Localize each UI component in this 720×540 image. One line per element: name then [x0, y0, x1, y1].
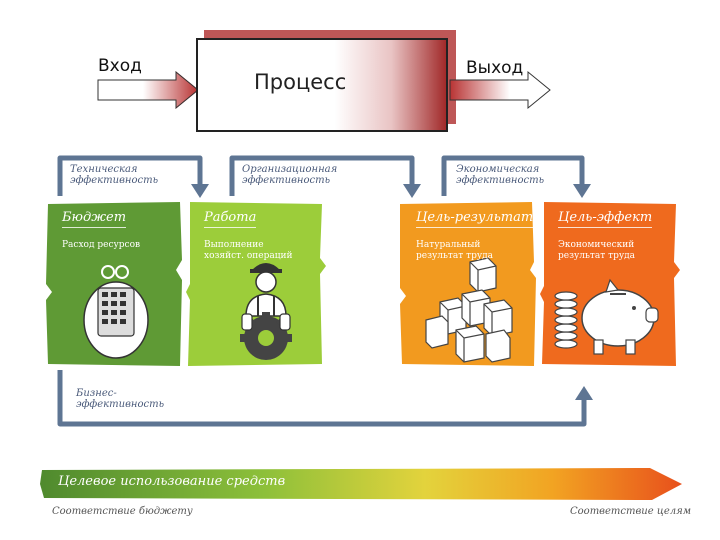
card-goal-result-bg	[400, 202, 536, 366]
process-box: Процесс	[196, 38, 448, 132]
card-budget-subtitle: Расход ресурсов	[62, 240, 141, 250]
card-goal-result: Цель-результат Натуральный результат тру…	[398, 200, 538, 368]
card-budget-title: Бюджет	[62, 210, 127, 228]
input-arrow	[97, 70, 199, 110]
target-use-bar	[40, 468, 682, 500]
budget-compliance-label: Соответствие бюджету	[52, 506, 193, 517]
process-label: Процесс	[254, 70, 347, 94]
output-label: Выход	[466, 58, 524, 78]
target-use-label: Целевое использование средств	[58, 474, 286, 489]
card-work-title: Работа	[204, 210, 257, 228]
card-goal-effect-subtitle: Экономический результат труда	[558, 240, 636, 261]
organizational-efficiency-label: Организационная эффективность	[242, 164, 338, 186]
card-goal-result-title: Цель-результат	[416, 210, 534, 228]
technical-efficiency-label: Техническая эффективность	[70, 164, 159, 186]
economic-efficiency-label: Экономическая эффективность	[456, 164, 545, 186]
card-goal-effect-bg	[540, 202, 680, 366]
card-budget: Бюджет Расход ресурсов	[44, 200, 184, 368]
card-goal-result-subtitle: Натуральный результат труда	[416, 240, 494, 261]
card-work-bg	[186, 202, 326, 366]
piggy-bank-icon	[554, 278, 659, 355]
card-work-subtitle: Выполнение хозяйст. операций	[204, 240, 293, 261]
worker-gear-icon	[240, 263, 292, 360]
card-work: Работа Выполнение хозяйст. операций	[186, 200, 326, 368]
business-efficiency-label: Бизнес-эффективность	[76, 388, 165, 410]
boxes-icon	[425, 257, 513, 363]
card-goal-effect: Цель-эффект Экономический результат труд…	[540, 200, 680, 368]
output-arrow	[449, 70, 551, 110]
input-label: Вход	[98, 56, 142, 76]
card-budget-bg	[46, 202, 182, 366]
purse-calculator-icon	[83, 265, 149, 359]
card-goal-effect-title: Цель-эффект	[558, 210, 653, 228]
goal-compliance-label: Соответствие целям	[570, 506, 692, 517]
